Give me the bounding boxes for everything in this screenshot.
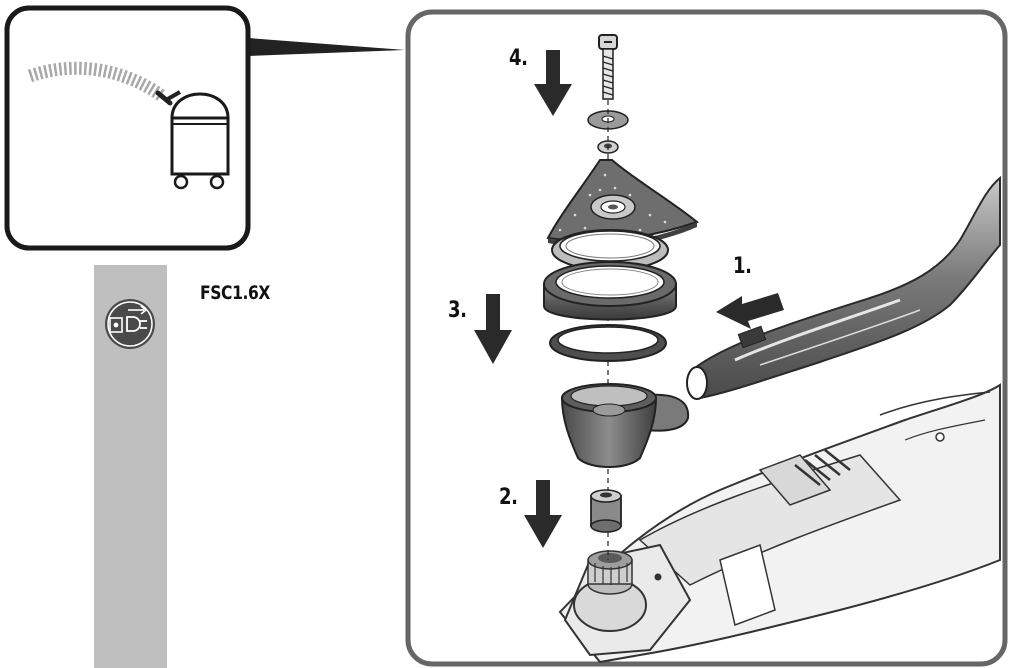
suction-hose <box>686 175 1001 400</box>
step-label-1: 1. <box>733 254 752 279</box>
model-label: FSC1.6X <box>200 282 271 304</box>
seal-ring-upper <box>551 229 669 271</box>
unplug-power-icon <box>105 299 155 349</box>
arrow-step-3 <box>474 294 512 364</box>
seal-ring-lower <box>549 324 667 362</box>
extraction-cup <box>560 383 690 468</box>
arrow-step-2 <box>524 480 562 548</box>
vacuum-cleaner-icon <box>27 61 230 190</box>
bushing <box>590 489 622 533</box>
step-label-3: 3. <box>448 298 467 323</box>
vacuum-inset-frame <box>4 5 251 251</box>
callout-pointer <box>248 38 405 56</box>
extraction-ring <box>543 261 677 321</box>
step-label-2: 2. <box>499 485 518 510</box>
arrow-step-1 <box>716 293 784 329</box>
screw <box>598 34 618 100</box>
oscillating-tool <box>558 383 1001 664</box>
down-arrow-icon <box>534 50 572 116</box>
step-label-4: 4. <box>509 46 528 71</box>
